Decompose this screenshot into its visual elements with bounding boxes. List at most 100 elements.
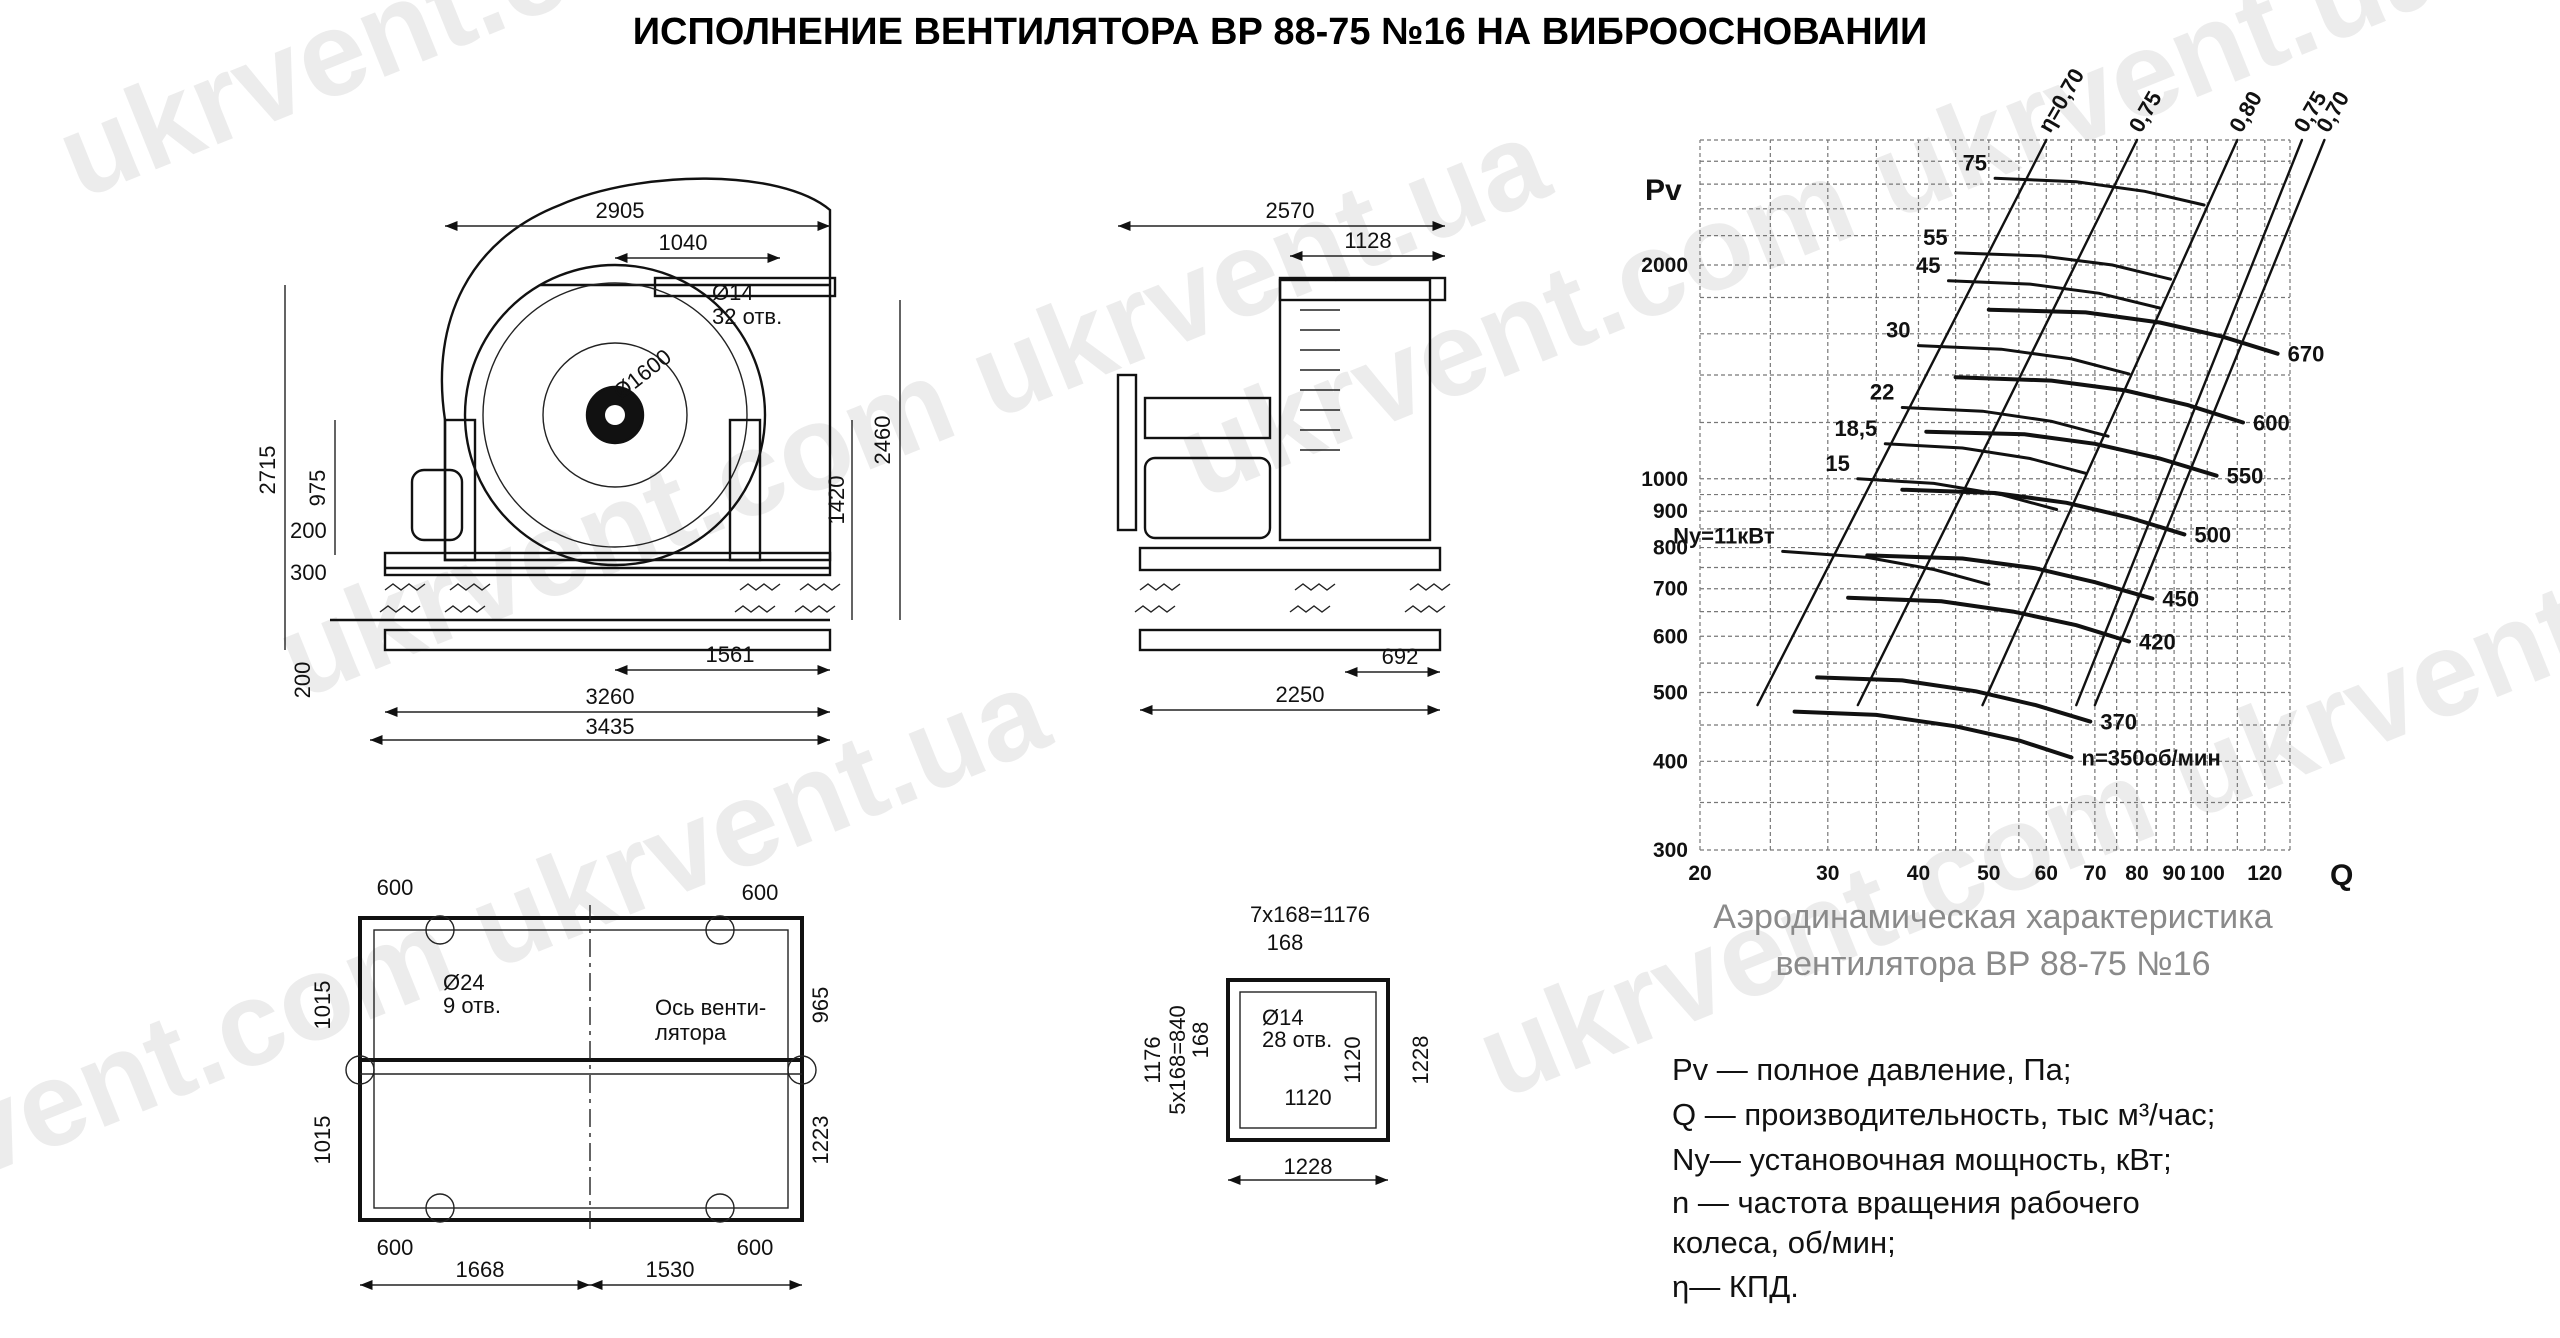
y-tick-label: 300 [1653,839,1688,862]
motor-side [1143,456,1272,540]
dim-2250: 2250 [1276,682,1325,707]
dim-975: 975 [305,470,330,507]
y-tick-label: 800 [1653,537,1688,560]
flange-outer [1226,978,1390,1142]
x-tick-label: 30 [1816,862,1839,885]
y-tick-label: 2000 [1641,254,1688,277]
x-tick-label: 80 [2125,862,2148,885]
speed-curve [1900,487,2187,537]
power-curve [1900,406,2110,438]
pulley [1116,373,1138,532]
power-label: Ny=11кВт [1673,523,1775,548]
dim-3435: 3435 [586,714,635,739]
speed-curve [1792,709,2074,760]
dim-impeller-dia: Ø1600 [608,344,675,404]
plan-frame-outer [358,916,804,1222]
mount-hole [705,1193,735,1223]
outlet-flange-detail: 7x168=1176 168 Ø14 28 отв. 1176 5x168=84… [1140,902,1433,1186]
dim-168-side: 168 [1188,1022,1213,1059]
dim-hole-count: 32 отв. [712,304,782,329]
x-tick-label: 50 [1977,862,2000,885]
base-plan: 600 600 Ø24 9 отв. Ось венти- лятора 101… [310,875,833,1291]
dim-168-top: 168 [1267,930,1304,955]
dim-692: 692 [1382,644,1419,669]
speed-curve [1846,595,2131,644]
y-axis-label: Pv [1645,174,1682,207]
dim-hole-dia: Ø14 [712,280,754,305]
power-label: 75 [1963,150,1987,175]
dim-600-bl: 600 [377,1235,414,1260]
dim-3260: 3260 [586,684,635,709]
foundation-side [1138,628,1442,652]
x-tick-label: 20 [1688,862,1711,885]
base-side [1138,546,1442,572]
dim-hole-dia-plan: Ø24 [443,970,485,995]
watermark: ukrvent.com ukrvent.ua [1460,492,2560,1124]
base-frame [383,551,832,577]
dim-1128: 1128 [1344,228,1391,253]
spring-isolator [1134,583,1181,613]
x-tick-label: 100 [2190,862,2225,885]
casing-side [1278,278,1432,542]
y-tick-label: 900 [1653,500,1688,523]
spring-isolator [1289,583,1336,613]
dim-200-top: 200 [290,518,327,543]
side-view: 2570 1128 692 2250 [1116,198,1451,716]
speed-curve [1815,675,2093,724]
mount-hole [425,1193,455,1223]
efficiency-line [2075,138,2304,707]
dim-300: 300 [290,560,327,585]
power-label: 30 [1886,318,1910,343]
mount-hole [705,915,735,945]
y-tick-label: 1000 [1641,468,1688,491]
dim-1668: 1668 [456,1257,505,1282]
y-tick-label: 500 [1653,681,1688,704]
y-tick-label: 700 [1653,578,1688,601]
speed-label: 450 [2162,587,2199,612]
efficiency-line [1856,138,2139,707]
axis-label-1: Ось венти- [655,995,766,1020]
dim-1176-side: 1176 [1140,1036,1165,1083]
x-tick-label: 60 [2035,862,2058,885]
speed-curve [1865,553,2155,601]
dim-2460: 2460 [870,416,895,465]
speed-label: 500 [2194,522,2231,547]
dim-1228-h: 1228 [1284,1154,1333,1179]
legend: Pv — полное давление, Па; Q — производит… [1672,1052,2215,1304]
dim-1228-v: 1228 [1408,1036,1433,1085]
spring-isolator [444,583,491,613]
speed-curve [1986,307,2280,356]
efficiency-line [2093,138,2326,707]
dim-1223: 1223 [808,1116,833,1165]
shaft-bearing [1143,396,1272,440]
chart-caption-line2: вентилятора ВР 88-75 №16 [1775,945,2210,983]
speed-curve [1953,375,2245,425]
y-tick-label: 400 [1653,750,1688,773]
dim-hole-dia-flange: Ø14 [1262,1005,1304,1030]
chart-caption-line1: Аэродинамическая характеристика [1713,898,2273,936]
dim-600-tl: 600 [377,875,414,900]
dim-600-tr: 600 [742,880,779,905]
mount-hole [787,1055,817,1085]
legend-q: Q — производительность, тыс м³/час; [1672,1097,2215,1132]
x-tick-label: 70 [2083,862,2106,885]
x-tick-label: 90 [2162,862,2185,885]
power-curve [1883,442,2088,475]
legend-pv: Pv — полное давление, Па; [1672,1052,2072,1087]
spring-isolator [794,583,841,613]
power-curve [1993,176,2206,207]
impeller-outer [463,263,767,567]
dim-2570: 2570 [1266,198,1315,223]
speed-label: 370 [2100,710,2137,735]
power-label: 55 [1923,225,1947,250]
y-tick-label: 600 [1653,625,1688,648]
motor [410,468,464,542]
power-label: 22 [1870,379,1894,404]
outlet-side [1278,276,1447,302]
power-curve [1954,251,2173,281]
spring-isolator [379,583,426,613]
speed-label: 600 [2253,411,2290,436]
dim-1015-top: 1015 [310,981,335,1030]
x-tick-label: 120 [2247,862,2282,885]
